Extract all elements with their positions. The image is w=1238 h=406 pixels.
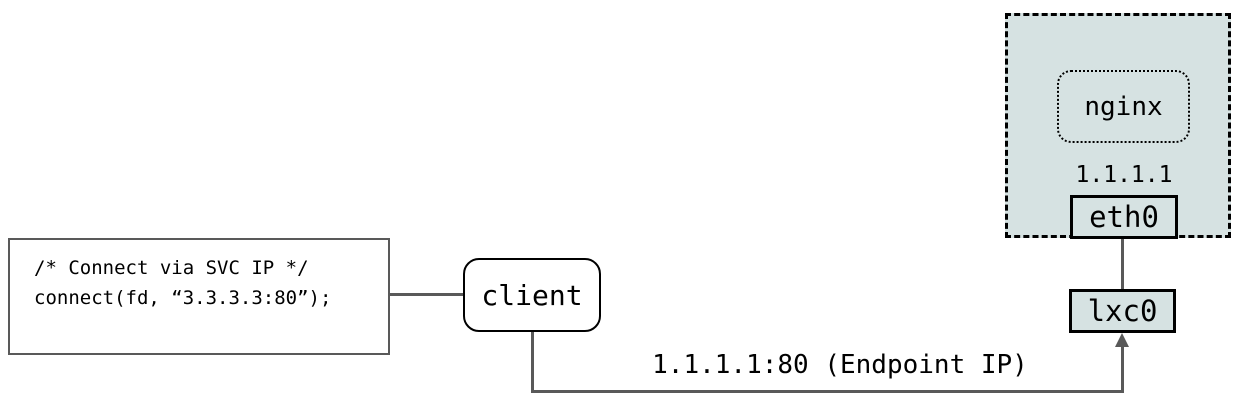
- code-snippet-text: /* Connect via SVC IP */ connect(fd, “3.3…: [34, 253, 331, 313]
- arrowhead-up-icon: [1115, 333, 1129, 347]
- eth0-node: eth0: [1070, 195, 1178, 239]
- connector-code-to-client: [388, 293, 463, 296]
- pod-ip-label: 1.1.1.1: [1075, 162, 1173, 188]
- connector-bottom-horizontal: [531, 390, 1124, 393]
- code-line-2: connect(fd, “3.3.3.3:80”);: [34, 287, 332, 309]
- lxc0-node: lxc0: [1069, 289, 1176, 333]
- nginx-node: nginx: [1057, 70, 1190, 143]
- client-node-label: client: [481, 278, 583, 312]
- client-node: client: [463, 258, 601, 332]
- lxc0-node-label: lxc0: [1087, 294, 1158, 328]
- connector-up-to-lxc0: [1121, 346, 1124, 392]
- connector-client-down: [531, 330, 534, 392]
- endpoint-ip-label: 1.1.1.1:80 (Endpoint IP): [652, 350, 1028, 380]
- connector-eth0-to-lxc0: [1121, 238, 1124, 290]
- nginx-node-label: nginx: [1084, 91, 1163, 122]
- code-snippet-box: /* Connect via SVC IP */ connect(fd, “3.3…: [8, 238, 390, 355]
- eth0-node-label: eth0: [1089, 200, 1159, 234]
- code-line-1: /* Connect via SVC IP */: [34, 257, 309, 279]
